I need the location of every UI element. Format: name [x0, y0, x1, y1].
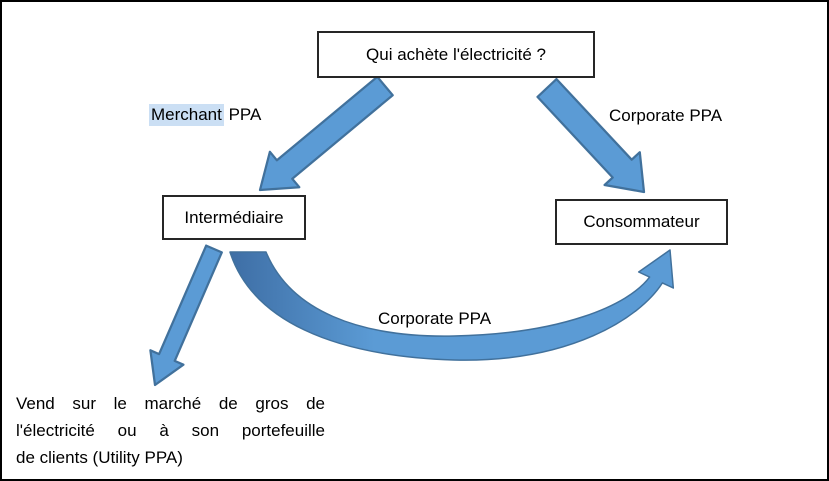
corporate-ppa-curve-label: Corporate PPA	[378, 309, 492, 328]
intermediaire-box-label: Intermédiaire	[184, 207, 284, 227]
consommateur-box: Consommateur	[555, 199, 728, 245]
sell-down-left-arrow-icon	[149, 244, 223, 387]
utility-ppa-note-line: Vend sur le marché de gros de	[16, 394, 325, 413]
question-box: Qui achète l'électricité ?	[317, 31, 595, 78]
merchant-ppa-label: Merchant PPA	[149, 104, 262, 126]
intermediaire-box: Intermédiaire	[162, 195, 306, 240]
consommateur-box-label: Consommateur	[583, 212, 700, 231]
question-box-label: Qui achète l'électricité ?	[366, 44, 546, 64]
curved-corporate-arrow-icon	[229, 249, 675, 361]
utility-ppa-note-line: de clients (Utility PPA)	[16, 448, 183, 467]
down-left-arrow-icon	[258, 75, 394, 192]
corporate-ppa-right-label: Corporate PPA	[609, 106, 723, 125]
utility-ppa-note: Vend sur le marché de gros de l'électric…	[16, 390, 325, 471]
down-right-arrow-icon	[536, 77, 646, 194]
merchant-highlight: Merchant	[149, 104, 224, 126]
merchant-label-rest: PPA	[223, 105, 262, 124]
utility-ppa-note-line: l'électricité ou à son portefeuille	[16, 421, 325, 440]
